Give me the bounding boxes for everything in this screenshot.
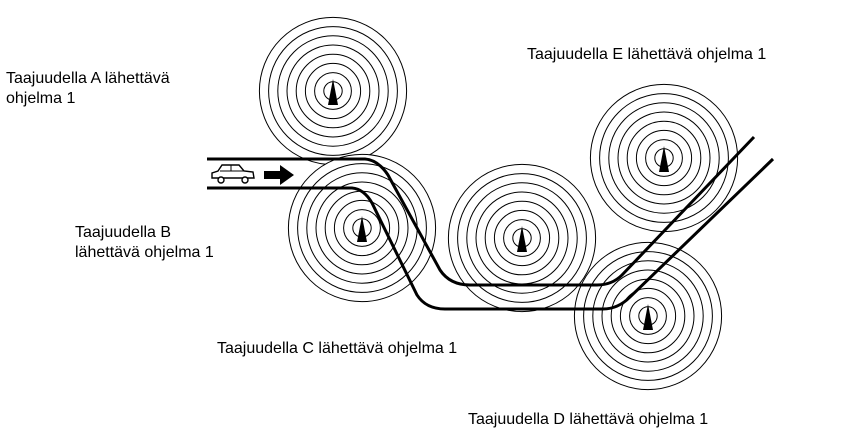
coverage-ring: [333, 199, 391, 257]
car-icon: [211, 164, 255, 184]
coverage-ring: [503, 219, 541, 257]
arrow-right-icon: [264, 165, 294, 185]
coverage-ring: [601, 269, 695, 363]
coverage-area-b: [287, 153, 437, 303]
coverage-area-e: [589, 83, 739, 233]
coverage-ring: [626, 120, 702, 196]
coverage-ring: [343, 209, 381, 247]
coverage-ring: [599, 93, 729, 223]
coverage-ring: [268, 26, 398, 156]
label-transmitter-a: Taajuudella A lähettävä ohjelma 1: [6, 70, 170, 107]
coverage-ring: [466, 182, 578, 294]
transmitter-antenna-icon: [643, 304, 653, 330]
coverage-ring: [286, 44, 380, 138]
coverage-ring: [592, 260, 704, 372]
label-transmitter-b: Taajuudella B lähettävä ohjelma 1: [75, 224, 214, 261]
coverage-ring: [617, 111, 711, 205]
transmitter-antenna-icon: [328, 79, 338, 105]
coverage-ring: [608, 102, 720, 214]
coverage-ring: [635, 129, 693, 187]
label-transmitter-c: Taajuudella C lähettävä ohjelma 1: [217, 340, 458, 357]
label-transmitter-d: Taajuudella D lähettävä ohjelma 1: [468, 411, 709, 428]
coverage-ring: [295, 53, 371, 129]
coverage-ring: [484, 200, 560, 276]
coverage-area-a: [258, 16, 408, 166]
coverage-ring: [629, 297, 667, 335]
coverage-ring: [583, 251, 713, 381]
coverage-areas: [258, 16, 739, 391]
coverage-ring: [314, 72, 352, 110]
road-upper-edge: [207, 135, 756, 287]
label-transmitter-e: Taajuudella E lähettävä ohjelma 1: [527, 46, 767, 63]
coverage-area-c: [447, 163, 597, 313]
transmitter-antenna-icon: [517, 226, 527, 252]
coverage-ring: [457, 173, 587, 303]
coverage-ring: [493, 209, 551, 267]
coverage-ring: [304, 62, 362, 120]
coverage-ring: [277, 35, 389, 147]
coverage-ring: [619, 287, 677, 345]
transmitter-antenna-icon: [659, 146, 669, 172]
coverage-area-d: [573, 241, 723, 391]
coverage-ring: [297, 163, 427, 293]
coverage-ring: [315, 181, 409, 275]
road-lower-edge: [207, 157, 775, 311]
coverage-ring: [645, 139, 683, 177]
transmitter-antenna-icon: [357, 216, 367, 242]
